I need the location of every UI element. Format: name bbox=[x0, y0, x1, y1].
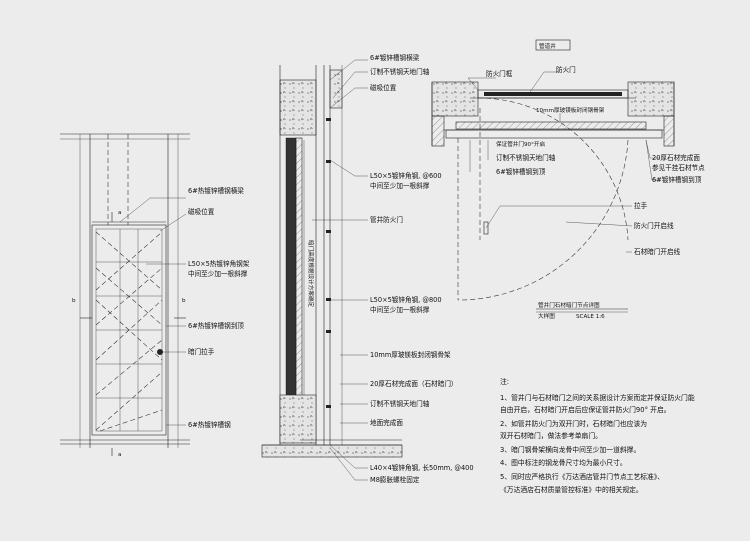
section-mark-b-left: b bbox=[72, 298, 76, 304]
elev-label-angle-1: L50×5热镀锌角钢架 bbox=[188, 259, 250, 268]
elev-label-angle-2: 中间至少加一根斜撑 bbox=[188, 269, 248, 278]
notes-line-5: 3、暗门钢骨架横向龙骨中间至少加一道斜撑。 bbox=[500, 445, 640, 454]
sec-label-magnet: 磁吸位置 bbox=[370, 83, 397, 92]
plan-label-stone-line: 石材暗门开启线 bbox=[634, 247, 681, 256]
plan-label-fire-door: 防火门 bbox=[556, 65, 576, 74]
notes-line-7: 5、同时应严格执行《万达酒店管井门节点工艺标准》、 bbox=[500, 472, 664, 481]
sec-label-frame: 10mm厚玻镁板封闭钢骨架 bbox=[370, 350, 451, 359]
elev-label-handle: 暗门拉手 bbox=[188, 347, 215, 356]
notes-line-6: 4、图中标注的钢龙骨尺寸均为最小尺寸。 bbox=[500, 458, 627, 467]
sec-label-angle-2b: 中间至少加一根斜撑 bbox=[370, 305, 430, 314]
plan-label-channel-right: 6#镀锌槽钢到顶 bbox=[652, 175, 702, 184]
section-vertical-note: 暗门高度根据设计方案确定 bbox=[307, 240, 315, 308]
section-mark-b-right: b bbox=[182, 298, 186, 304]
stone-door-leaf bbox=[285, 137, 297, 424]
section-mark-a-bottom: a bbox=[118, 452, 121, 458]
door-handle-icon bbox=[157, 349, 163, 355]
elev-label-beam: 6#热镀锌槽钢横梁 bbox=[188, 186, 244, 195]
sec-label-beam: 6#镀锌槽钢横梁 bbox=[370, 53, 420, 62]
plan-label-board: 10mm厚玻镁板封闭钢骨架 bbox=[536, 106, 605, 114]
sec-label-angle-3: L40×4镀锌角钢, 长50mm, @400 bbox=[370, 463, 474, 472]
sec-label-floor: 地面完成面 bbox=[370, 418, 403, 427]
plan-label-channel: 6#镀锌槽钢到顶 bbox=[496, 167, 546, 176]
notes-line-3: 2、如管井防火门为双开门时，石材暗门也应该为 bbox=[500, 419, 647, 428]
elev-label-top-channel: 6#热镀锌槽钢到顶 bbox=[188, 321, 244, 330]
notes-line-1: 1、管井门与石材暗门之间的关系据设计方案而定并保证防火门能 bbox=[500, 393, 695, 402]
plan-view: 管道井 防火门框 防火门 10mm厚玻镁板封闭 bbox=[431, 39, 705, 320]
elevation-view: a a b b 6#热镀锌槽钢横梁 磁吸位置 L50×5热镀锌角钢架 中间至少加… bbox=[60, 133, 250, 458]
sec-label-angle-2: L50×5镀锌角钢, @800 bbox=[370, 295, 442, 304]
elev-label-bottom-channel: 6#热镀锌槽钢 bbox=[188, 420, 231, 429]
section-mark-a-top: a bbox=[118, 210, 121, 216]
notes-line-2: 自由开启，石材暗门开启后应保证管井防火门90° 开启。 bbox=[500, 405, 671, 414]
section-view: 暗门高度根据设计方案确定 6#镀锌槽钢横梁 订制不锈钢天地门轴 磁吸位置 bbox=[261, 53, 474, 484]
plan-label-pull: 拉手 bbox=[634, 201, 648, 210]
sec-label-axle-bottom: 订制不锈钢天地门轴 bbox=[370, 399, 430, 408]
plan-title: 管井门石材暗门节点详图 bbox=[538, 301, 600, 309]
sec-label-angle-1: L50×5镀锌角钢, @600 bbox=[370, 171, 442, 180]
plan-scale-left: 大样图 bbox=[538, 312, 555, 320]
sec-label-axle-top: 订制不锈钢天地门轴 bbox=[370, 67, 430, 76]
sec-label-stone: 20厚石材完成面（石材暗门） bbox=[370, 379, 458, 388]
plan-label-fire-note: 保证管井门90°开启 bbox=[496, 140, 545, 148]
plan-label-axle: 订制不锈钢天地门轴 bbox=[496, 153, 556, 162]
plan-label-stone-2: 参见干挂石材节点 bbox=[652, 163, 705, 172]
plan-label-fire-line: 防火门开启线 bbox=[634, 221, 674, 230]
plan-label-stone-1: 20厚石材完成面 bbox=[652, 153, 700, 162]
sec-label-angle-1b: 中间至少加一根斜撑 bbox=[370, 181, 430, 190]
notes-heading: 注: bbox=[500, 377, 509, 386]
plan-scale-right: SCALE 1:6 bbox=[576, 314, 605, 320]
plan-label-fire-frame: 防火门框 bbox=[486, 69, 513, 78]
notes-line-4: 双开石材暗门，做法参考单扇门。 bbox=[500, 431, 602, 440]
sec-label-door: 管井防火门 bbox=[370, 215, 403, 224]
notes-line-8: 《万达酒店石材质量管控标准》中的相关规定。 bbox=[500, 485, 643, 494]
notes-block: 注: 1、管井门与石材暗门之间的关系据设计方案而定并保证防火门能 自由开启，石材… bbox=[500, 377, 695, 494]
elev-label-magnet: 磁吸位置 bbox=[188, 207, 215, 216]
plan-shaft-label: 管道井 bbox=[539, 42, 556, 50]
sec-label-bolt: M8膨胀螺栓固定 bbox=[370, 475, 420, 484]
